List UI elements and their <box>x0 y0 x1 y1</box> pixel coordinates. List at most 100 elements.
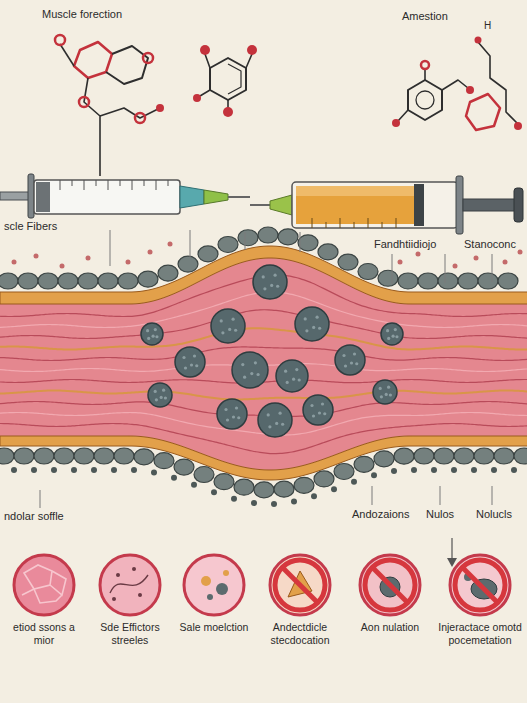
cell-nucleus <box>335 345 365 375</box>
icon-caption: Injeractace omotd pocemetation <box>438 621 522 646</box>
nucleus-speck <box>263 287 266 290</box>
cell-nucleus <box>232 352 268 388</box>
cell-dot <box>51 467 57 473</box>
icon-circle <box>360 555 420 615</box>
cell-row <box>14 448 34 464</box>
molecule-sketch <box>210 58 246 100</box>
nucleus-speck <box>281 423 284 426</box>
cell-row <box>218 236 238 252</box>
prohibition-sign <box>283 568 317 602</box>
nucleus-speck <box>220 319 223 322</box>
nucleus-speck <box>379 387 382 390</box>
right-syringe <box>296 186 414 196</box>
fascia-band <box>0 436 527 480</box>
prohibition-sign <box>373 568 407 602</box>
icon-node: etiod ssons a mior <box>2 552 86 647</box>
cell-row <box>434 448 454 464</box>
nucleus-speck <box>270 284 273 287</box>
cell-nucleus <box>381 323 403 345</box>
nucleus-speck <box>323 412 326 415</box>
callout-label: Nulos <box>424 508 456 521</box>
leader-line <box>440 486 441 505</box>
icon-circle <box>2 552 86 618</box>
nucleus-speck <box>276 285 279 288</box>
nucleus-speck <box>195 364 198 367</box>
cell-row <box>494 448 514 464</box>
cell-row <box>318 244 338 260</box>
cell-nucleus <box>217 399 247 429</box>
left-syringe <box>228 196 250 198</box>
nucleus-speck <box>386 329 389 332</box>
cell-nucleus <box>258 403 292 437</box>
nucleus-speck <box>274 274 277 277</box>
molecule-sketch <box>475 37 482 44</box>
molecule-sketch <box>84 78 100 176</box>
callout-label: H <box>482 20 493 32</box>
cell-row <box>414 448 434 464</box>
cell-nucleus <box>253 265 287 299</box>
cell-dot <box>451 467 457 473</box>
nucleus-speck <box>298 378 301 381</box>
cell-nucleus <box>258 403 292 437</box>
cell-dot <box>91 467 97 473</box>
nucleus-speck <box>257 373 260 376</box>
cell-dot <box>191 482 197 488</box>
cell-row <box>398 273 418 289</box>
icon-circle <box>14 555 74 615</box>
prohibition-sign <box>455 560 505 610</box>
molecule-sketch <box>100 108 160 118</box>
cell-nucleus <box>295 307 329 341</box>
dot <box>216 583 228 595</box>
left-syringe <box>180 186 204 208</box>
cell-nucleus <box>276 360 308 392</box>
cell-row <box>174 459 194 475</box>
right-syringe <box>456 176 463 234</box>
nucleus-speck <box>154 390 157 393</box>
cell-row <box>338 254 358 270</box>
nucleus-speck <box>146 329 149 332</box>
cell-row <box>34 448 54 464</box>
left-syringe <box>0 192 32 200</box>
prohibition-sign <box>275 560 325 610</box>
dot <box>223 570 229 576</box>
icon-node: Injeractace omotd pocemetation <box>438 552 522 647</box>
molecule-sketch <box>228 64 241 94</box>
icon-circle <box>88 552 172 618</box>
leader-line <box>300 232 301 252</box>
nucleus-speck <box>232 415 235 418</box>
cell-nucleus <box>276 360 308 392</box>
cell-row <box>78 273 98 289</box>
granule-dot <box>168 242 173 247</box>
nucleus-speck <box>228 328 231 331</box>
icon-circle <box>184 555 244 615</box>
cell-dot <box>211 489 217 495</box>
callout-label: Andozaions <box>350 508 412 521</box>
nucleus-speck <box>154 328 157 331</box>
cell-row <box>98 273 118 289</box>
nucleus-speck <box>237 416 240 419</box>
icon-circle <box>270 555 330 615</box>
granule-dot <box>148 250 153 255</box>
icon-node: Sale moelction <box>172 552 256 634</box>
cell-row <box>254 482 274 498</box>
muscle-fiber <box>0 328 527 349</box>
cell-nucleus <box>335 345 365 375</box>
cell-row <box>74 448 94 464</box>
molecule-sketch <box>55 35 65 45</box>
molecule-sketch <box>514 122 522 130</box>
nucleus-speck <box>267 413 270 416</box>
cell-nucleus <box>253 265 287 299</box>
leader-line <box>492 486 493 505</box>
nucleus-speck <box>318 411 321 414</box>
granule-dot <box>12 260 17 265</box>
cell-row <box>514 448 527 464</box>
dot <box>116 573 120 577</box>
right-syringe <box>250 204 270 206</box>
cell-row <box>358 264 378 280</box>
cell-row <box>478 273 498 289</box>
cell-row <box>118 273 138 289</box>
cell-row <box>258 227 278 243</box>
molecule-sketch <box>135 113 145 123</box>
cell-dot <box>371 472 377 478</box>
